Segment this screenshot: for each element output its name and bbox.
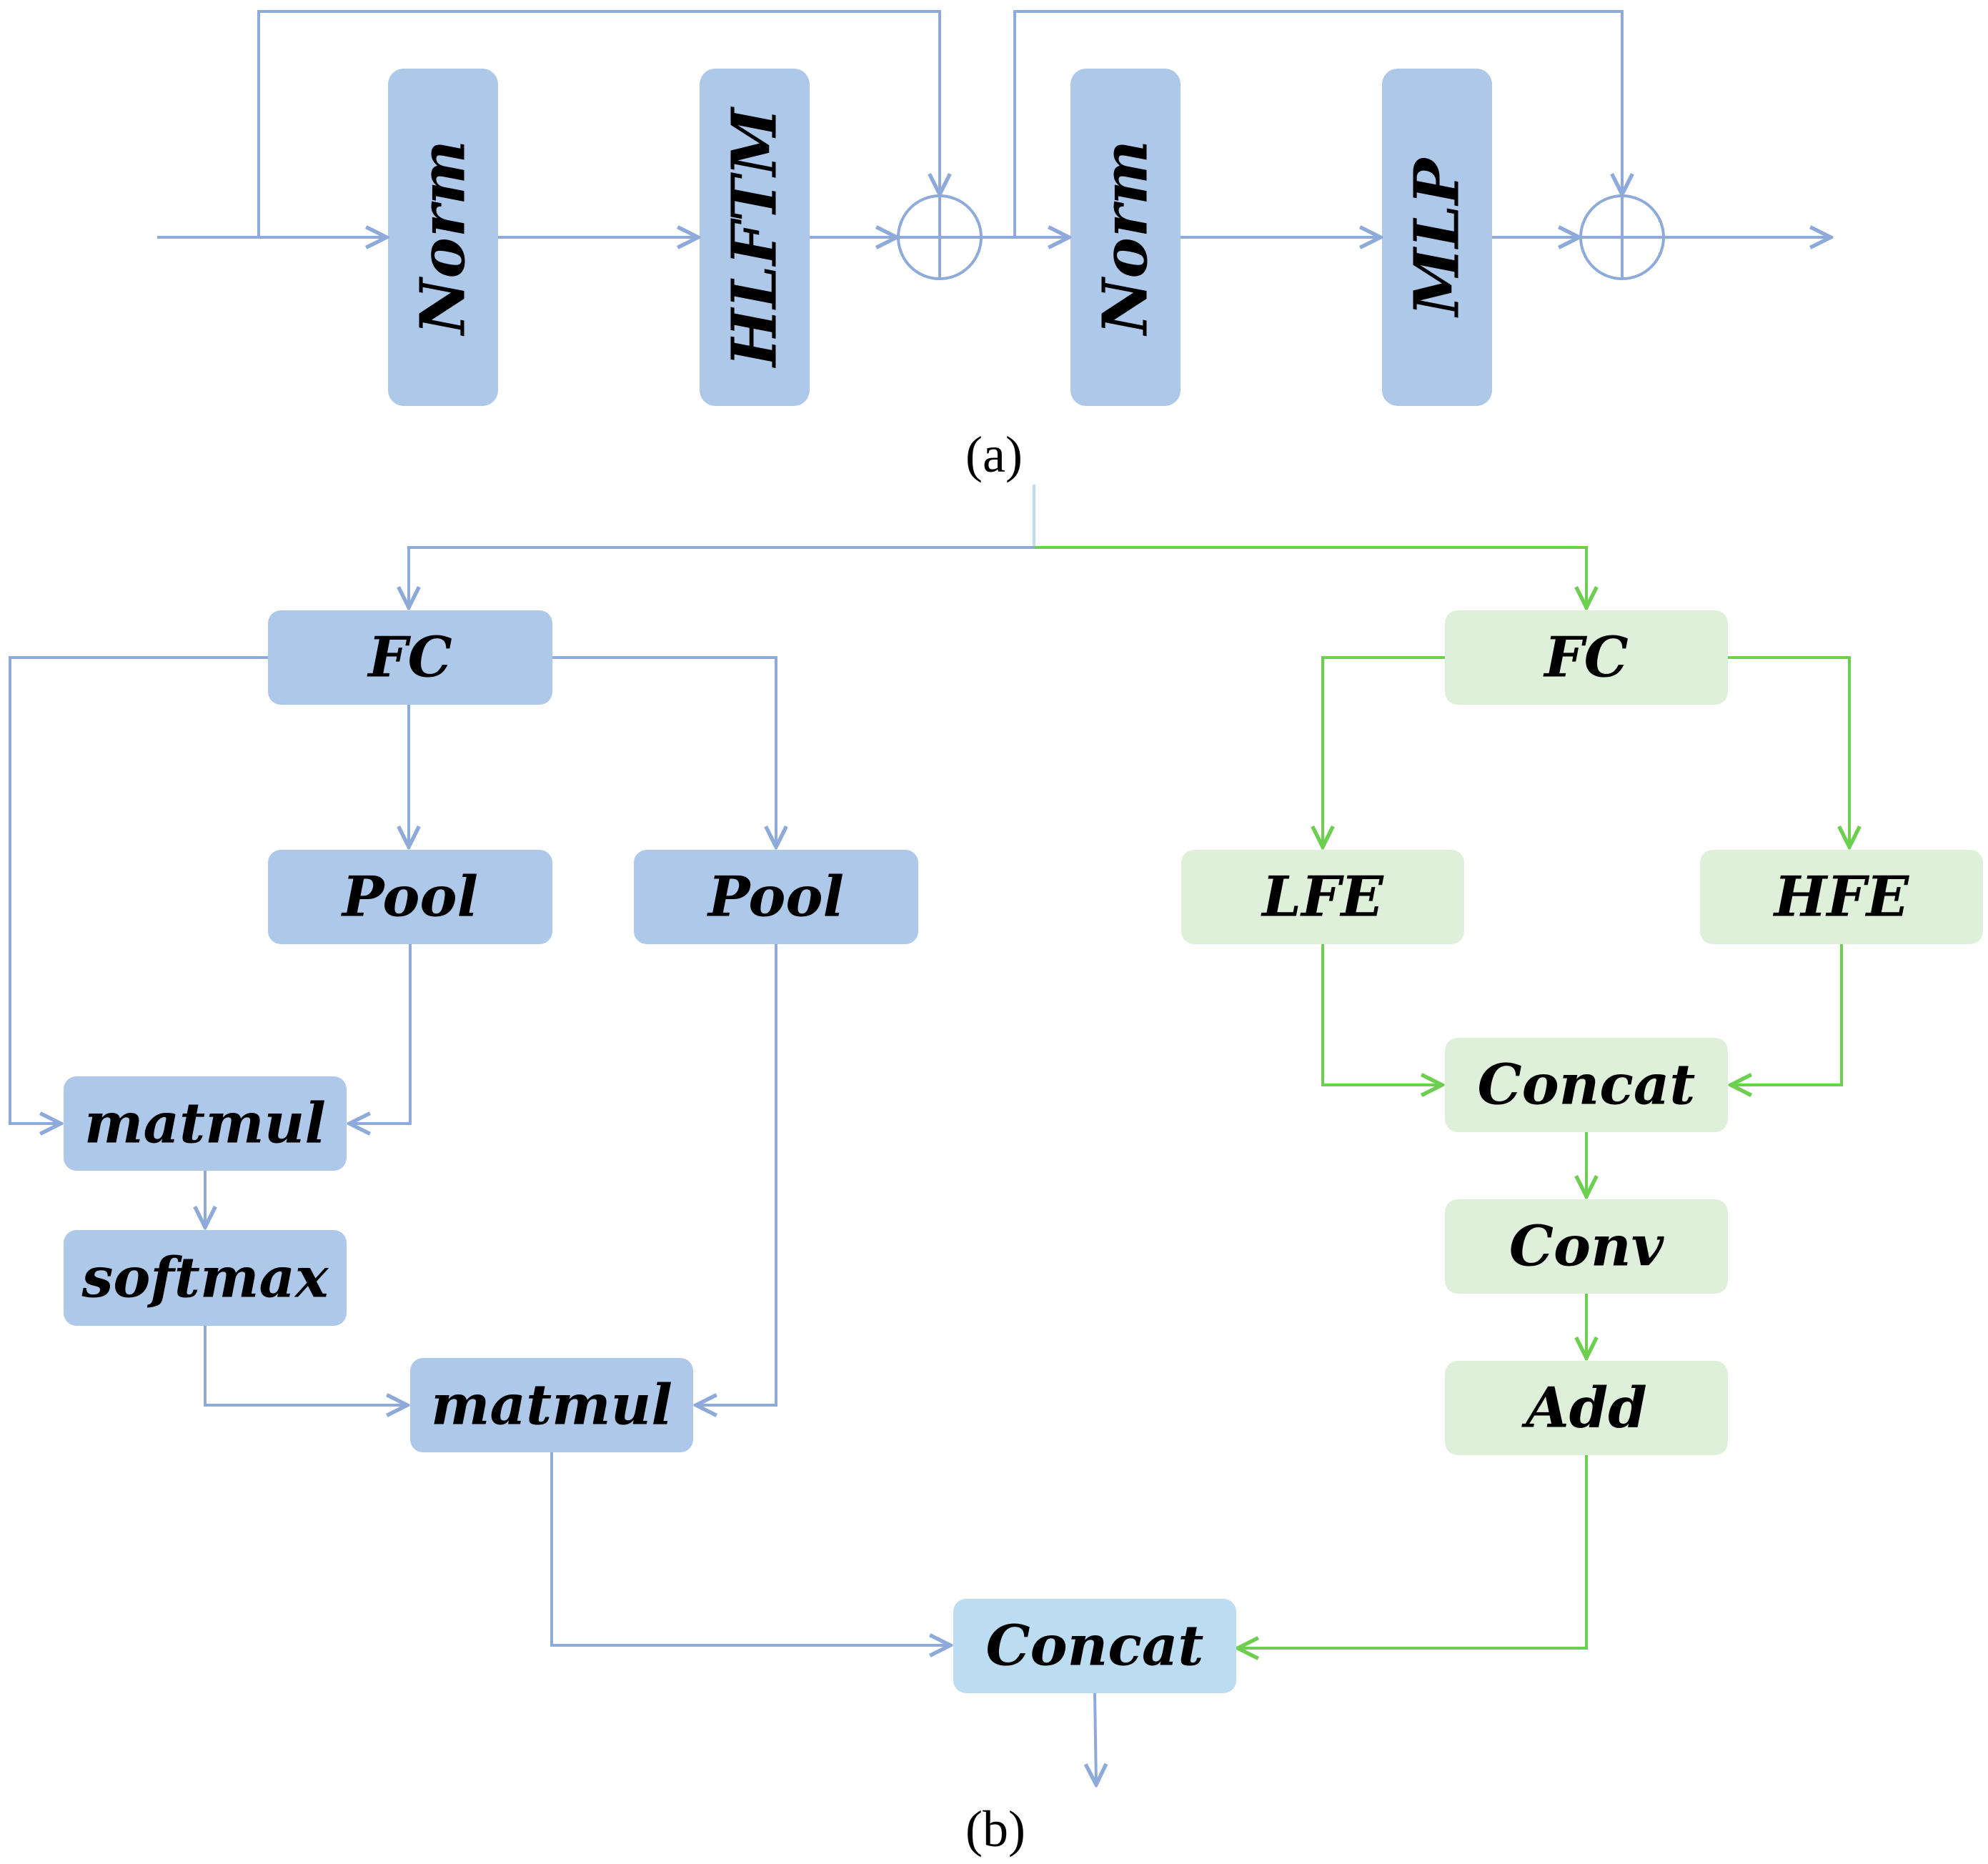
hfe-box: HFE [1700, 850, 1983, 944]
softmax-box: softmax [64, 1230, 347, 1326]
panel-b: FC Pool Pool matmul softmax matmul [9, 485, 1983, 1858]
norm-block-2-label: Norm [1090, 140, 1162, 337]
add-node-2 [1579, 194, 1665, 280]
add-box-label: Add [1521, 1376, 1647, 1441]
concat-box-right: Concat [1445, 1038, 1728, 1132]
green-branch: FC LFE HFE Concat Conv Add [1181, 610, 1983, 1648]
panel-a: Norm HLFTM Norm MLP [157, 10, 1831, 483]
lfe-box-label: LFE [1261, 865, 1384, 930]
matmul-box-bottom: matmul [410, 1358, 693, 1452]
fc-box-right-label: FC [1543, 625, 1628, 690]
blue-branch: FC Pool Pool matmul softmax matmul [9, 610, 950, 1645]
matmul-box-top-label: matmul [84, 1091, 326, 1156]
add-node-1 [897, 194, 983, 280]
blue-branch-connectors [9, 656, 950, 1645]
caption-a: (a) [965, 426, 1023, 483]
fc-box-left: FC [268, 610, 552, 705]
matmul-box-bottom-label: matmul [431, 1373, 672, 1438]
caption-b: (b) [965, 1800, 1025, 1858]
panel-a-connectors [157, 10, 1831, 237]
skip-connection-2 [1013, 10, 1622, 237]
green-branch-connectors [1238, 656, 1849, 1648]
fc-box-right: FC [1445, 610, 1728, 705]
conv-box: Conv [1445, 1199, 1728, 1294]
norm-block-1-label: Norm [407, 140, 479, 337]
final-output-arrow [1095, 1692, 1096, 1785]
concat-box-right-label: Concat [1478, 1053, 1696, 1118]
mlp-block-label: MLP [1401, 157, 1473, 319]
fc-box-left-label: FC [367, 625, 452, 690]
norm-block-2: Norm [1070, 69, 1181, 406]
concat-box-final-label: Concat [986, 1614, 1204, 1679]
hlftm-block-label: HLFTM [719, 106, 791, 369]
norm-block-1: Norm [388, 69, 498, 406]
mlp-block: MLP [1382, 69, 1492, 406]
pool-box-right-label: Pool [707, 865, 844, 930]
matmul-box-top: matmul [64, 1076, 347, 1171]
pool-box-left-label: Pool [341, 865, 478, 930]
softmax-box-label: softmax [81, 1246, 329, 1311]
concat-box-final: Concat [953, 1599, 1236, 1693]
hfe-box-label: HFE [1773, 865, 1910, 930]
hlftm-block: HLFTM [700, 69, 810, 406]
lfe-box: LFE [1181, 850, 1464, 944]
split-to-blue-fc [409, 546, 1034, 608]
skip-connection-1 [257, 10, 940, 237]
pool-box-right: Pool [634, 850, 918, 944]
split-connectors [409, 485, 1586, 608]
add-box: Add [1445, 1361, 1728, 1455]
conv-box-label: Conv [1509, 1214, 1665, 1279]
split-to-green-fc [1034, 546, 1586, 608]
pool-box-left: Pool [268, 850, 552, 944]
